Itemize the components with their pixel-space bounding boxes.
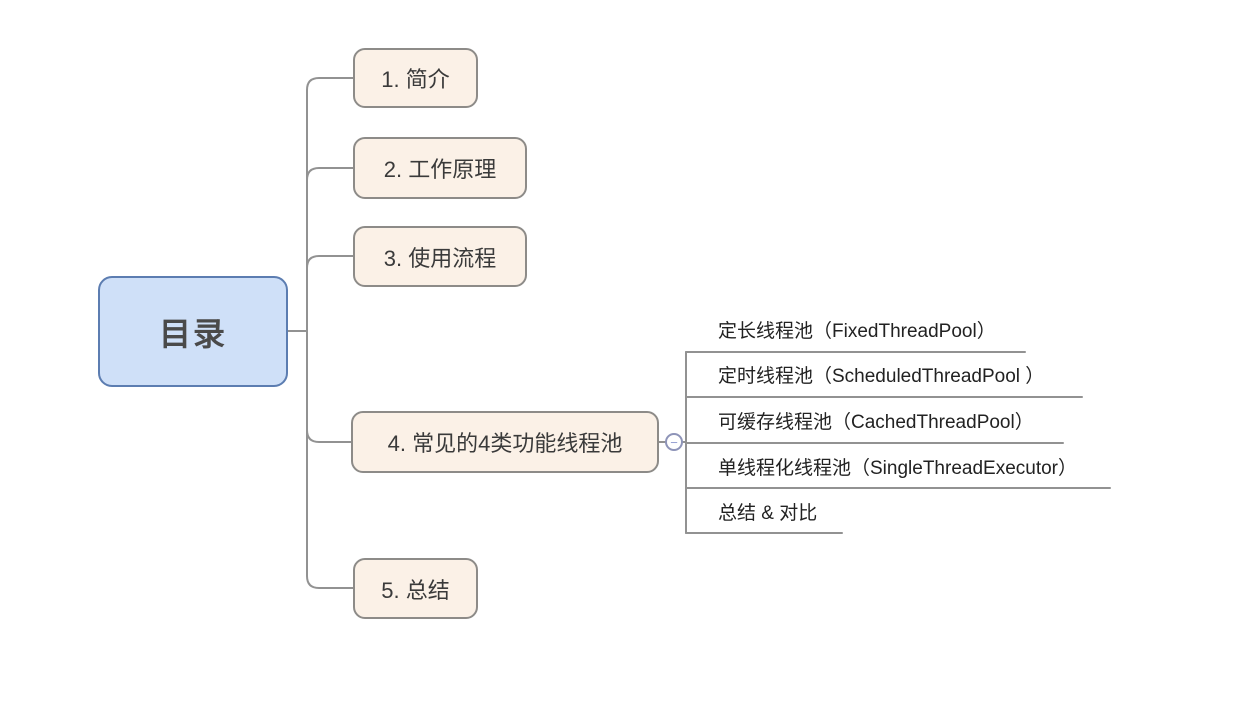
- subtopic-label: 可缓存线程池（CachedThreadPool）: [718, 412, 1034, 433]
- branch-label: 4. 常见的4类功能线程池: [387, 431, 623, 456]
- branch-label: 2. 工作原理: [383, 157, 497, 182]
- subtopic-label: 单线程化线程池（SingleThreadExecutor）: [718, 458, 1077, 479]
- subtopic-scheduled-threadpool[interactable]: 定时线程池（ScheduledThreadPool ）: [718, 360, 1044, 394]
- edge-branch-4: [306, 429, 352, 443]
- edge-branch-2: [306, 167, 354, 181]
- subtopic-summary-comparison[interactable]: 总结 & 对比: [718, 497, 817, 531]
- minus-icon: −: [670, 434, 678, 450]
- branch-node-summary[interactable]: 5. 总结: [353, 558, 478, 619]
- branch-node-working-principle[interactable]: 2. 工作原理: [353, 137, 527, 199]
- branch-label: 1. 简介: [381, 67, 450, 92]
- root-node-toc[interactable]: 目录: [98, 276, 288, 387]
- branch-label: 3. 使用流程: [383, 245, 497, 271]
- subtopic-cached-threadpool[interactable]: 可缓存线程池（CachedThreadPool）: [718, 406, 1034, 440]
- branch-label: 5. 总结: [381, 577, 450, 603]
- branch-node-four-threadpools[interactable]: 4. 常见的4类功能线程池: [351, 411, 659, 473]
- subtopic-fixed-threadpool[interactable]: 定长线程池（FixedThreadPool）: [718, 315, 996, 349]
- branch-node-usage-flow[interactable]: 3. 使用流程: [353, 226, 527, 287]
- subtopic-label: 定时线程池（ScheduledThreadPool ）: [718, 366, 1045, 387]
- edge-branch-3: [306, 255, 354, 269]
- subtopic-single-thread-executor[interactable]: 单线程化线程池（SingleThreadExecutor）: [718, 452, 1077, 486]
- subtopic-label: 总结 & 对比: [718, 503, 818, 524]
- root-node-label: 目录: [158, 315, 227, 352]
- branch-node-intro[interactable]: 1. 简介: [353, 48, 478, 108]
- subtopic-label: 定长线程池（FixedThreadPool）: [718, 321, 996, 342]
- collapse-button[interactable]: −: [665, 433, 683, 451]
- edge-trunk-left: [306, 77, 354, 589]
